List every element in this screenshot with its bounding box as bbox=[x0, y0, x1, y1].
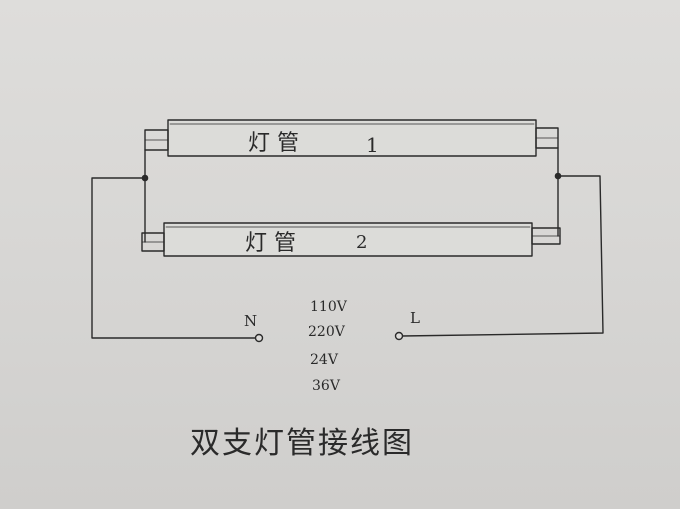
right-junction-dot bbox=[554, 172, 562, 180]
live-wire bbox=[401, 175, 604, 337]
neutral-label: N bbox=[244, 312, 257, 330]
diagram-caption: 双支灯管接线图 bbox=[190, 426, 414, 461]
voltage-label-1: 220V bbox=[308, 324, 346, 340]
tube-1 bbox=[144, 119, 559, 157]
neutral-wire bbox=[91, 177, 256, 339]
tube-1-label: 灯 管 bbox=[248, 131, 299, 156]
voltage-label-2: 24V bbox=[310, 352, 339, 368]
tube-2-label: 灯 管 bbox=[245, 231, 296, 256]
tube-2 bbox=[141, 222, 561, 257]
neutral-terminal bbox=[254, 333, 264, 343]
live-label: L bbox=[410, 309, 420, 327]
tube-2-body bbox=[163, 222, 533, 257]
tube-2-number: 2 bbox=[356, 232, 367, 253]
tube-1-body bbox=[167, 119, 537, 157]
voltage-label-0: 110V bbox=[310, 299, 348, 315]
voltage-label-3: 36V bbox=[312, 378, 341, 394]
tube-1-number: 1 bbox=[366, 133, 379, 157]
live-terminal bbox=[394, 331, 404, 341]
left-junction-dot bbox=[141, 174, 149, 182]
